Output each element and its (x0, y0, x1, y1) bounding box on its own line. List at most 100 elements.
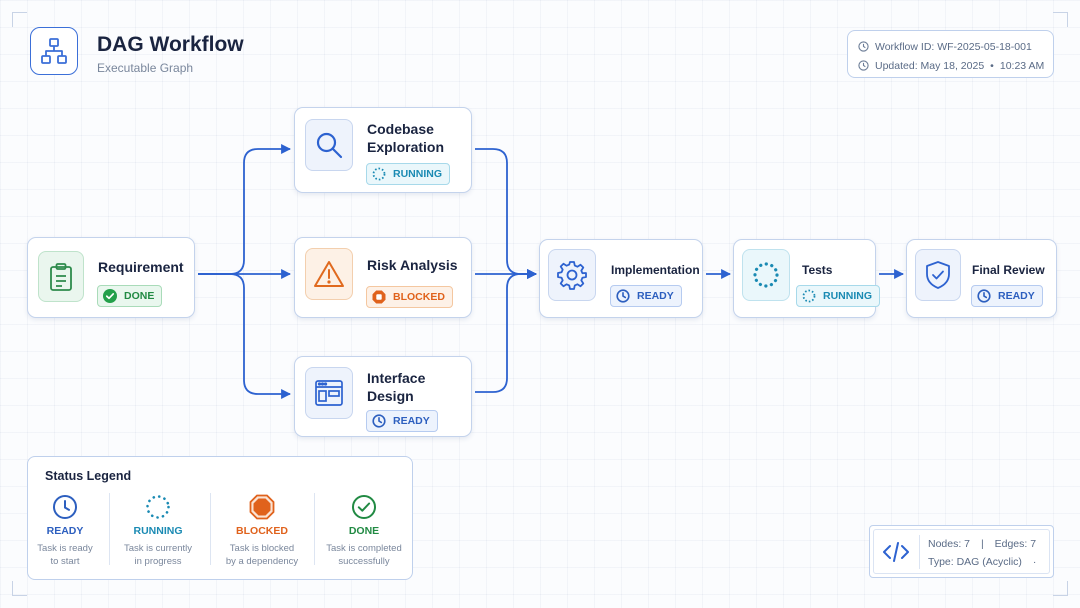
status-badge-text: BLOCKED (393, 291, 445, 303)
legend-item-running: RUNNING Task is currently in progress (110, 493, 206, 568)
legend-item-name: BLOCKED (236, 525, 288, 537)
legend-title: Status Legend (45, 469, 132, 483)
edge-requirement-codebase (198, 144, 291, 275)
spinner-icon (146, 495, 170, 519)
legend-item-desc: Task is completed successfully (316, 542, 412, 568)
frame-corner-top-right (1053, 12, 1068, 27)
status-badge-text: READY (998, 290, 1035, 302)
clock-icon (858, 60, 869, 71)
status-badge-text: READY (637, 290, 674, 302)
node-tests-label: Tests (802, 263, 833, 277)
status-badge: READY (366, 410, 438, 432)
node-tests[interactable]: Tests RUNNING (733, 239, 880, 318)
legend-item-desc-line1: Task is completed (326, 543, 402, 554)
clock-icon (372, 414, 386, 428)
shield-check-icon (915, 249, 961, 301)
clock-icon (53, 495, 77, 519)
workflow-info-panel: Workflow ID: WF-2025-05-18-001 Updated: … (847, 30, 1054, 78)
legend-item-desc-line2: successfully (338, 556, 390, 567)
stop-octagon-icon (249, 494, 275, 520)
status-legend: Status Legend READY Task is ready to sta… (27, 456, 413, 580)
node-interface-design[interactable]: Interface Design READY (294, 356, 472, 437)
legend-item-desc-line1: Task is currently (123, 543, 193, 554)
legend-item-desc-line2: to start (50, 556, 80, 567)
legend-item-ready: READY Task is ready to start (17, 493, 113, 568)
stats-type-row: Type: DAG (Acyclic) · (928, 556, 1036, 568)
status-badge-text: RUNNING (823, 290, 872, 302)
check-circle-icon (103, 289, 117, 303)
node-implementation-label: Implementation (611, 263, 700, 277)
status-badge: RUNNING (796, 285, 880, 307)
status-badge: READY (610, 285, 682, 307)
legend-item-desc: Task is blocked by a dependency (214, 542, 310, 568)
spinner-icon (802, 289, 816, 303)
node-interface-label-line2: Design (367, 388, 414, 404)
stats-separator: | (980, 538, 984, 550)
window-layout-icon (305, 367, 353, 419)
gear-icon (548, 249, 596, 301)
node-final-review[interactable]: Final Review READY (906, 239, 1057, 318)
stats-type: Type: DAG (Acyclic) (928, 556, 1022, 568)
updated-row: Updated: May 18, 2025 • 10:23 AM (858, 56, 1053, 75)
node-risk-label: Risk Analysis (367, 257, 458, 273)
legend-item-desc-line2: by a dependency (225, 556, 299, 567)
updated-date: Updated: May 18, 2025 (875, 59, 985, 72)
node-interface-label: Interface Design (367, 369, 425, 405)
legend-item-name: DONE (348, 525, 380, 537)
node-codebase-exploration[interactable]: Codebase Exploration RUNNING (294, 107, 472, 193)
search-icon (305, 119, 353, 171)
legend-item-desc-line1: Task is blocked (229, 543, 295, 554)
edge-interface-implementation (475, 269, 537, 393)
page-subtitle: Executable Graph (97, 61, 194, 75)
frame-corner-bottom-left (12, 581, 27, 596)
node-implementation[interactable]: Implementation READY (539, 239, 703, 318)
legend-item-desc: Task is ready to start (17, 542, 113, 568)
hierarchy-icon (30, 27, 78, 75)
code-icon (882, 541, 910, 568)
status-badge: BLOCKED (366, 286, 453, 308)
stats-nodes: Nodes: 7 (928, 538, 971, 550)
clock-icon (616, 289, 630, 303)
legend-item-name: READY (46, 525, 84, 537)
node-interface-label-line1: Interface (367, 370, 426, 386)
clipboard-icon (38, 251, 84, 302)
stats-edges: Edges: 7 (994, 538, 1037, 550)
clock-icon (858, 41, 869, 52)
clock-icon (977, 289, 991, 303)
legend-item-desc-line1: Task is ready (37, 543, 93, 554)
status-badge: RUNNING (366, 163, 450, 185)
legend-divider (314, 493, 315, 565)
node-codebase-label-line1: Codebase (367, 121, 434, 137)
page-title: DAG Workflow (97, 33, 244, 56)
node-final-review-label: Final Review (972, 263, 1045, 277)
node-requirement[interactable]: Requirement DONE (27, 237, 195, 318)
warning-icon (305, 248, 353, 300)
legend-item-blocked: BLOCKED Task is blocked by a dependency (214, 493, 310, 568)
legend-divider (109, 493, 110, 565)
node-risk-analysis[interactable]: Risk Analysis BLOCKED (294, 237, 472, 318)
spinner-icon (742, 249, 790, 301)
legend-divider (210, 493, 211, 565)
stats-counts-row: Nodes: 7 | Edges: 7 (928, 538, 1036, 550)
node-codebase-label-line2: Exploration (367, 139, 445, 155)
updated-separator: • (990, 59, 994, 72)
status-badge: READY (971, 285, 1043, 307)
status-badge-text: RUNNING (393, 168, 442, 180)
legend-item-desc-line2: in progress (134, 556, 182, 567)
status-badge-text: READY (393, 415, 430, 427)
frame-corner-top-left (12, 12, 27, 27)
frame-corner-bottom-right (1053, 581, 1068, 596)
node-requirement-label: Requirement (98, 259, 184, 275)
node-codebase-label: Codebase Exploration (367, 120, 444, 156)
spinner-icon (372, 167, 386, 181)
stats-divider (919, 535, 920, 569)
stats-dot: · (1032, 556, 1037, 568)
legend-item-done: DONE Task is completed successfully (316, 493, 412, 568)
status-badge: DONE (97, 285, 163, 307)
updated-time: 10:23 AM (999, 59, 1045, 72)
stop-octagon-icon (372, 290, 386, 304)
workflow-id-row: Workflow ID: WF-2025-05-18-001 (858, 37, 1053, 56)
check-circle-icon (352, 495, 376, 519)
status-badge-text: DONE (124, 290, 155, 302)
